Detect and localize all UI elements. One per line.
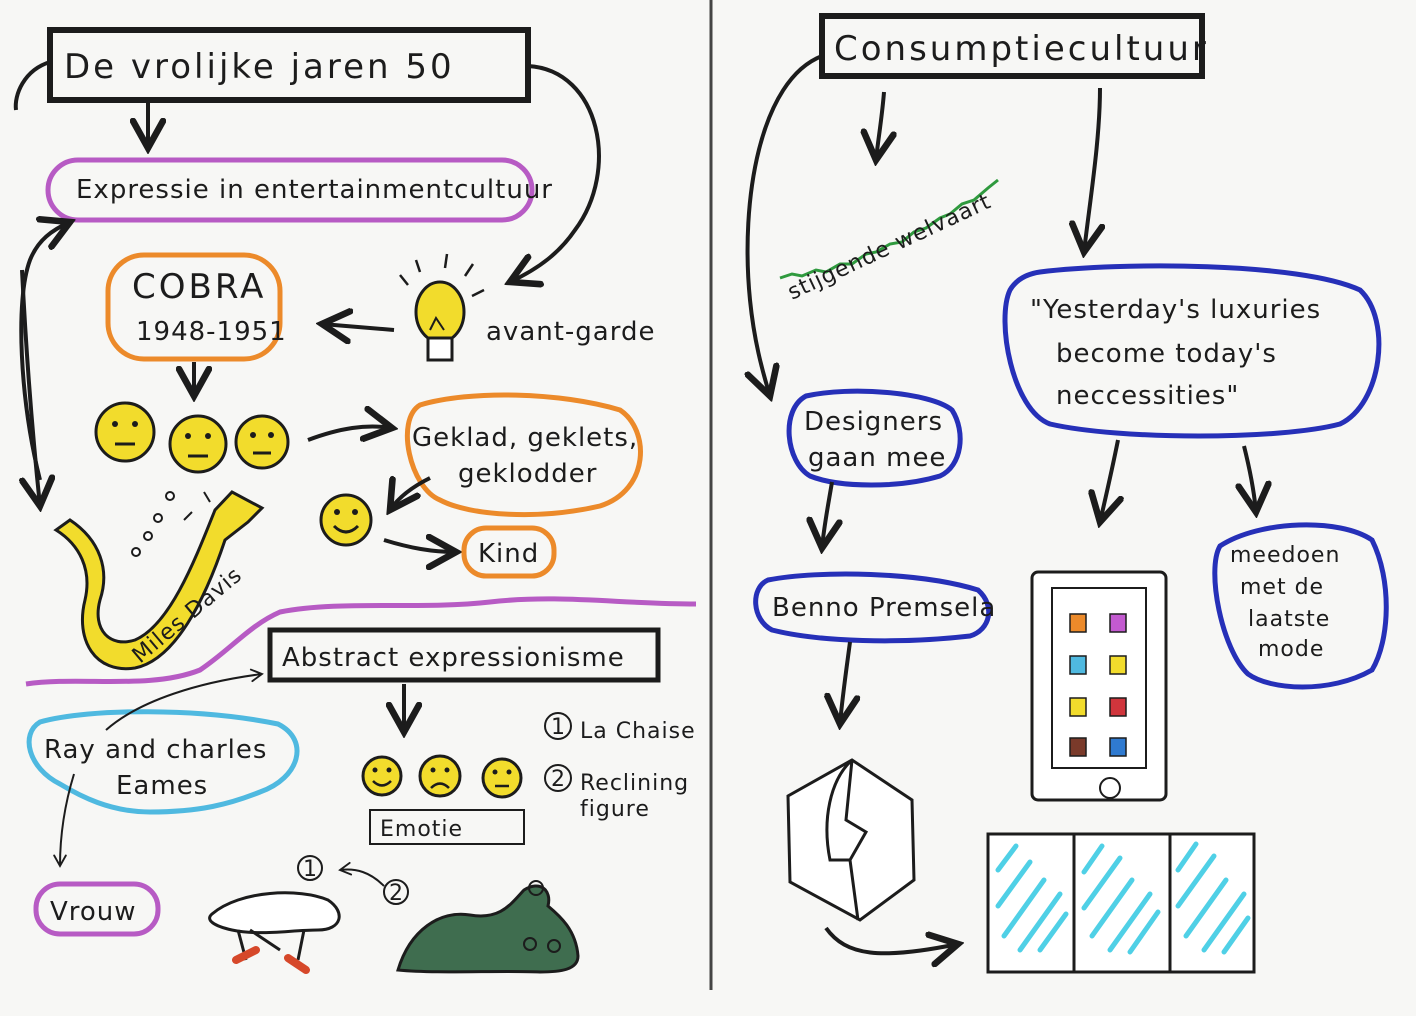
expressie-text: Expressie in entertainmentcultuur: [76, 175, 553, 205]
arrow-designers-to-benno: [822, 481, 832, 548]
cobra-bubble: [105, 252, 283, 362]
right-page: Consumptiecultuur stijgende welvaart "Ye…: [748, 13, 1389, 974]
mode-line1: meedoen: [1230, 543, 1340, 568]
sad-face-icon: [418, 754, 462, 798]
designers-line2: gaan mee: [808, 443, 946, 473]
quote-line2: become today's: [1056, 339, 1277, 369]
purple-wave-divider: [25, 596, 697, 687]
emotie-box: [369, 809, 525, 845]
neutral-face-icon: [94, 401, 156, 463]
abstract-text: Abstract expressionisme: [282, 643, 625, 673]
arrow-quote-to-mode: [1244, 445, 1256, 512]
quote-line3: neccessities": [1056, 381, 1239, 411]
arrow-benno-down: [840, 641, 850, 724]
number-circle: [544, 764, 572, 792]
arrow-title-to-quote: [1084, 87, 1100, 252]
arrow-hexagon-to-window: [824, 926, 958, 953]
arrow-smile-to-kind: [383, 540, 456, 552]
neutral-face-icon: [481, 757, 523, 799]
arrow-quote-to-phone: [1100, 439, 1118, 522]
arrow-title-to-avantgarde: [510, 64, 601, 282]
arrow-2-to-1: [338, 861, 385, 887]
gekladder-line2: geklodder: [458, 459, 597, 489]
arrow-title-to-designers: [748, 54, 823, 396]
kind-text: Kind: [478, 539, 539, 569]
eames-line1: Ray and charles: [44, 735, 267, 765]
lightbulb-icon: [399, 253, 485, 362]
designers-line1: Designers: [804, 407, 943, 437]
left-page: De vrolijke jaren 50 Expressie in entert…: [13, 27, 697, 974]
designers-bubble: [786, 388, 963, 488]
abstract-box: [267, 627, 661, 683]
arrow-left-down-to-sax: [22, 269, 40, 506]
arrow-bulb-to-cobra: [322, 324, 395, 330]
eames-line2: Eames: [116, 771, 208, 801]
mode-line2: met de: [1240, 575, 1324, 600]
reclining-text: Reclining: [580, 771, 689, 796]
smile-face-icon: [319, 493, 373, 547]
number-2: 2: [551, 767, 566, 792]
expressie-bubble: [45, 157, 535, 223]
gekladder-line1: Geklad, geklets,: [412, 423, 638, 453]
sketch-mark-2: 2: [389, 881, 404, 906]
neutral-face-icon: [234, 414, 290, 470]
quote-bubble: [1002, 263, 1382, 439]
welvaart-line: [779, 178, 999, 280]
cobra-years: 1948-1951: [136, 317, 287, 347]
smile-face-icon: [361, 755, 403, 797]
eames-bubble: [26, 709, 300, 815]
arrow-eames-to-vrouw: [53, 773, 75, 868]
consumptie-title-text: Consumptiecultuur: [834, 29, 1209, 69]
arrow-eames-to-abstract: [105, 668, 264, 731]
avantgarde-text: avant-garde: [486, 317, 655, 347]
arrow-title-to-welvaart: [876, 91, 884, 160]
welvaart-text: stijgende welvaart: [784, 189, 995, 305]
arrow-title-left-loop: [13, 60, 51, 111]
la-chaise-icon: [208, 891, 341, 974]
mode-line4: mode: [1258, 637, 1324, 662]
number-1: 1: [551, 715, 566, 740]
arrow-gekladder-to-smile: [390, 478, 431, 510]
title-text: De vrolijke jaren 50: [64, 47, 455, 87]
kind-bubble: [461, 525, 557, 579]
gekladder-bubble: [404, 392, 643, 518]
mode-bubble: [1212, 522, 1389, 690]
consumptie-title-box: [819, 13, 1205, 79]
title-box: [47, 27, 531, 103]
emotie-text: Emotie: [380, 817, 463, 842]
figure-text: figure: [580, 797, 650, 822]
premsela-design-icon: [786, 758, 916, 922]
vrouw-text: Vrouw: [50, 897, 137, 927]
mode-line3: laatste: [1248, 607, 1330, 632]
number-circle: [544, 712, 572, 740]
number-circle: [297, 855, 323, 881]
window-panels-icon: [986, 832, 1256, 974]
arrow-faces-to-gekladder: [307, 427, 392, 441]
reclining-figure-icon: [396, 880, 580, 974]
saxophone-icon: [53, 490, 265, 671]
cobra-name: COBRA: [132, 267, 266, 307]
benno-bubble: [753, 571, 992, 644]
benno-text: Benno Premsela: [772, 593, 996, 623]
quote-line1: "Yesterday's luxuries: [1030, 295, 1321, 325]
smartphone-icon: [1030, 570, 1168, 802]
number-circle: [383, 879, 409, 905]
la-chaise-text: La Chaise: [580, 719, 696, 744]
vrouw-bubble: [33, 881, 161, 937]
neutral-face-icon: [168, 414, 228, 474]
sketch-mark-1: 1: [303, 857, 318, 882]
